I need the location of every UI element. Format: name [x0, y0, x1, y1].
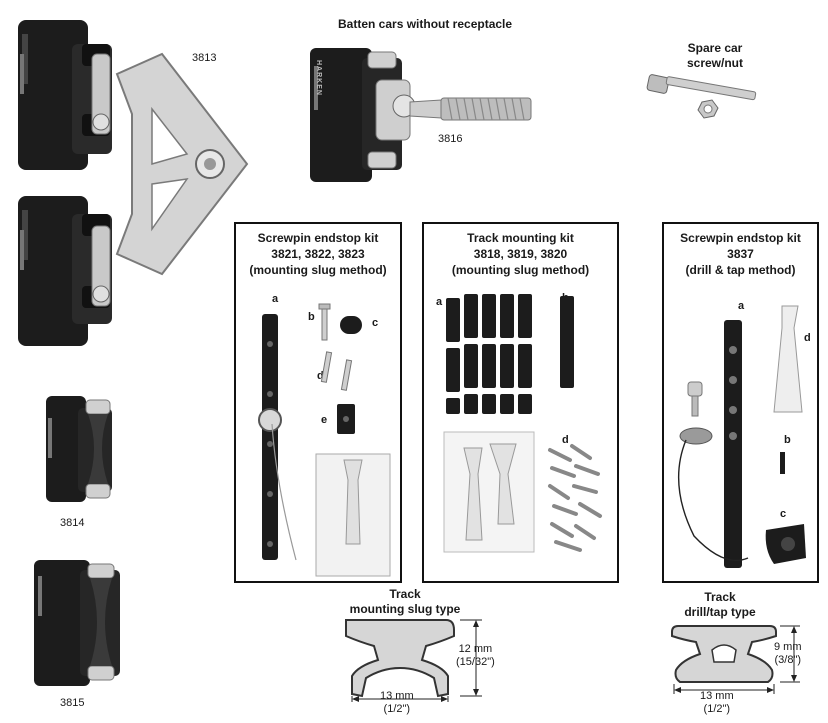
track-slug-title2: mounting slug type: [349, 602, 461, 616]
product-number-3815: 3815: [60, 697, 85, 709]
track-drill-title2: drill/tap type: [684, 605, 756, 619]
kit3-title-line3: (drill & tap method): [685, 263, 796, 277]
spare-screw-nut-illustration: [646, 74, 757, 119]
kit3-parts-illustration: [678, 305, 806, 568]
track-drill-profile-diagram: [671, 625, 800, 694]
kit3-title: Screwpin endstop kit 3837 (drill & tap m…: [664, 230, 817, 278]
kit-box-track-mounting: Track mounting kit 3818, 3819, 3820 (mou…: [422, 222, 619, 583]
track-drill-height-mm: 9 mm: [774, 641, 802, 653]
product-number-3814: 3814: [60, 517, 85, 529]
track-slug-height-mm: 12 mm: [458, 643, 493, 655]
track-slug-title1: Track: [389, 587, 421, 601]
track-slug-width-in: (1/2"): [383, 703, 411, 715]
track-slug-profile-diagram: [345, 619, 482, 702]
harken-logo-mark: HARKEN: [315, 60, 322, 96]
batten-car-3816-illustration: [310, 48, 532, 182]
product-number-3813: 3813: [192, 52, 217, 64]
spare-screw-heading: Spare car screw/nut: [670, 41, 760, 71]
track-drill-width-mm: 13 mm: [700, 690, 734, 702]
product-number-3816: 3816: [438, 133, 463, 145]
kit2-part-a: a: [436, 296, 443, 308]
kit1-parts-illustration: [258, 303, 391, 577]
track-drill-heading: Track drill/tap type: [670, 590, 770, 620]
track-drill-width-label: 13 mm (1/2"): [700, 690, 734, 716]
kit3-part-b: b: [784, 434, 791, 446]
track-slug-width-label: 13 mm (1/2"): [380, 690, 414, 716]
track-slug-width-mm: 13 mm: [380, 690, 414, 702]
kit2-title-line1: Track mounting kit: [467, 231, 574, 245]
kit1-title-line3: (mounting slug method): [249, 263, 387, 277]
track-slug-heading: Track mounting slug type: [330, 587, 480, 617]
kit2-part-d: d: [562, 434, 569, 446]
kit1-part-c: c: [372, 317, 379, 329]
kit1-part-a: a: [272, 293, 279, 305]
spare-heading-line2: screw/nut: [686, 56, 743, 70]
batten-cars-heading: Batten cars without receptacle: [338, 17, 513, 31]
spare-heading-line1: Spare car: [687, 41, 743, 55]
kit3-title-line2: 3837: [727, 247, 754, 261]
kit1-title: Screwpin endstop kit 3821, 3822, 3823 (m…: [236, 230, 400, 278]
kit3-part-a: a: [738, 300, 745, 312]
kit1-title-line2: 3821, 3822, 3823: [271, 247, 365, 261]
kit2-title-line3: (mounting slug method): [451, 263, 590, 277]
kit3-part-d: d: [804, 332, 811, 344]
track-slug-height-label: 12 mm (15/32"): [456, 643, 495, 669]
kit1-title-line1: Screwpin endstop kit: [257, 231, 379, 245]
track-drill-height-label: 9 mm (3/8"): [774, 641, 802, 667]
kit2-title-line2: 3818, 3819, 3820: [473, 247, 568, 261]
kit3-title-line1: Screwpin endstop kit: [680, 231, 801, 245]
batten-car-3815-illustration: [34, 560, 120, 686]
kit1-part-d: d: [317, 370, 324, 382]
kit1-part-b: b: [308, 311, 315, 323]
kit-box-screwpin-drill: Screwpin endstop kit 3837 (drill & tap m…: [662, 222, 819, 583]
track-slug-height-in: (15/32"): [456, 656, 495, 668]
batten-car-3813-illustration: [18, 20, 249, 346]
kit2-title: Track mounting kit 3818, 3819, 3820 (mou…: [424, 230, 617, 278]
kit1-part-e: e: [321, 414, 328, 426]
track-drill-title1: Track: [704, 590, 736, 604]
track-drill-height-in: (3/8"): [774, 654, 802, 666]
track-drill-width-in: (1/2"): [703, 703, 731, 715]
kit2-parts-illustration: [443, 294, 602, 553]
kit-box-screwpin-slug: Screwpin endstop kit 3821, 3822, 3823 (m…: [234, 222, 402, 583]
batten-car-3814-illustration: [46, 396, 112, 502]
kit3-part-c: c: [780, 508, 787, 520]
